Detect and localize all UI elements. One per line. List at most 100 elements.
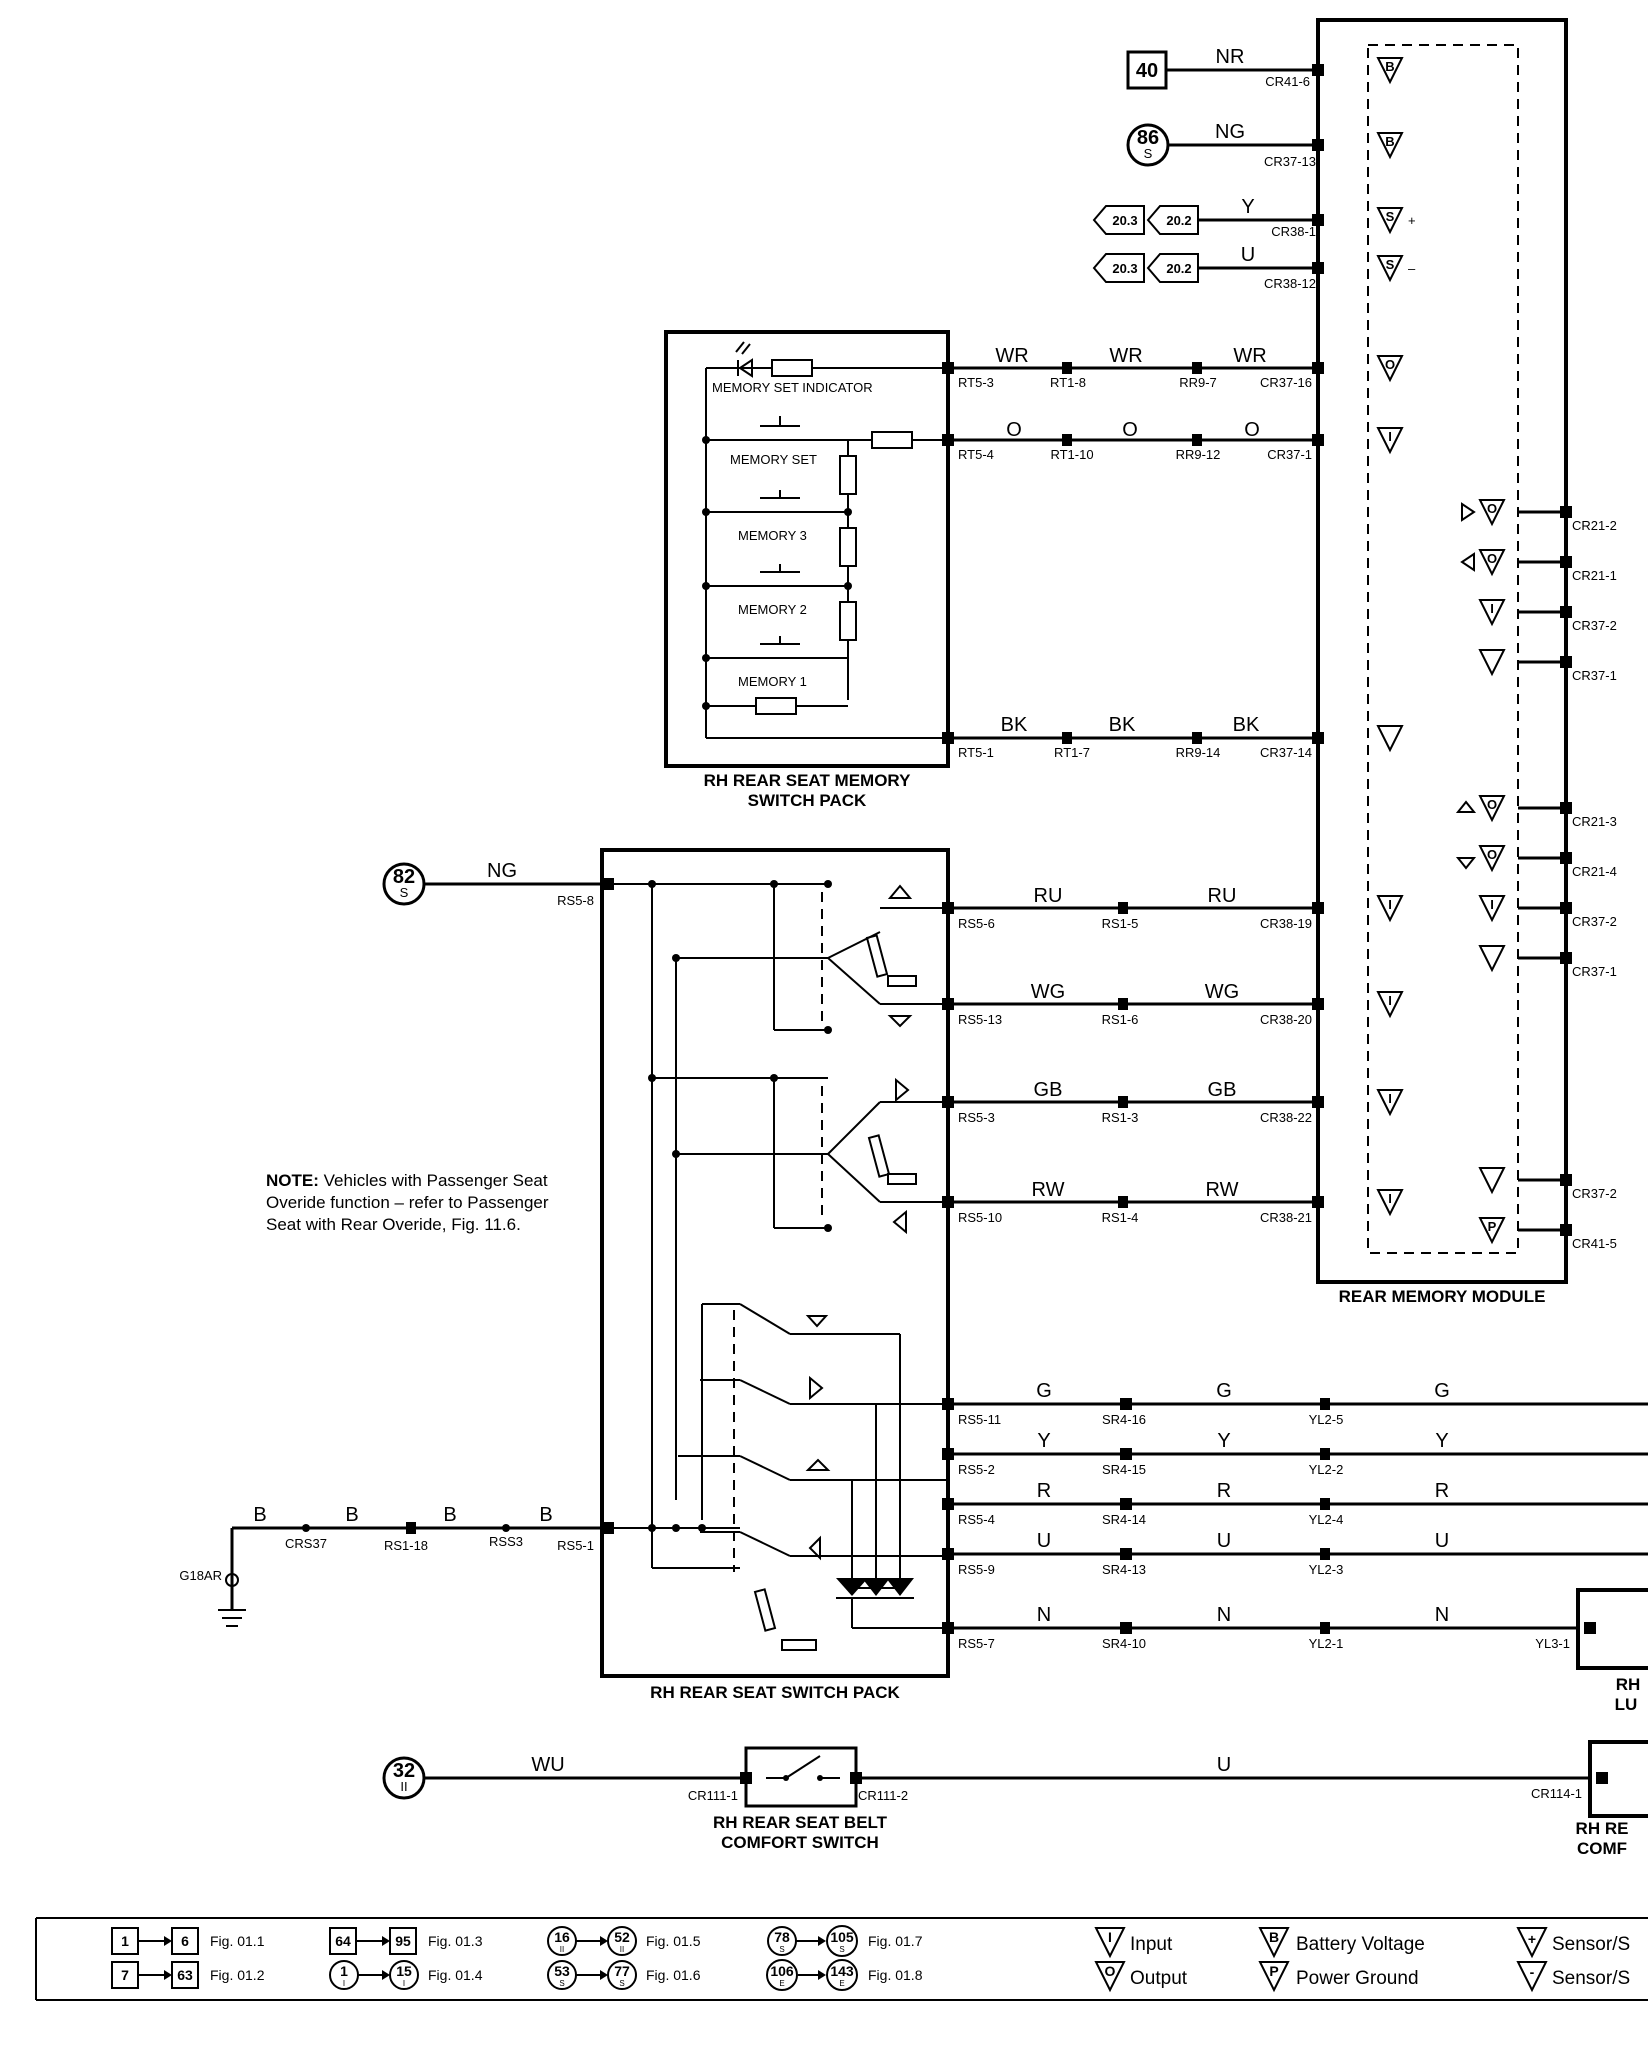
svg-text:RS5-2: RS5-2 bbox=[958, 1462, 995, 1477]
svg-text:P: P bbox=[1269, 1963, 1278, 1979]
svg-text:O: O bbox=[1487, 551, 1497, 566]
svg-text:CR21-3: CR21-3 bbox=[1572, 814, 1617, 829]
svg-text:+: + bbox=[1528, 1931, 1536, 1947]
svg-text:RT1-10: RT1-10 bbox=[1050, 447, 1093, 462]
svg-text:CR114-1: CR114-1 bbox=[1531, 1786, 1582, 1801]
svg-text:BK: BK bbox=[1109, 714, 1136, 736]
svg-text:Sensor/S: Sensor/S bbox=[1552, 1934, 1630, 1955]
ref-40: 40 bbox=[1136, 60, 1158, 82]
svg-text:Output: Output bbox=[1130, 1968, 1188, 1989]
svg-text:MEMORY 1: MEMORY 1 bbox=[738, 674, 807, 689]
svg-text:II: II bbox=[620, 1945, 624, 1954]
svg-text:106: 106 bbox=[770, 1963, 794, 1979]
svg-text:BK: BK bbox=[1001, 714, 1028, 736]
svg-text:1: 1 bbox=[340, 1963, 348, 1979]
svg-text:RU: RU bbox=[1208, 885, 1237, 907]
svg-text:P: P bbox=[1488, 1219, 1497, 1234]
svg-text:YL2-3: YL2-3 bbox=[1309, 1562, 1344, 1577]
svg-text:NOTE: Vehicles with Passenger: NOTE: Vehicles with Passenger Seat bbox=[266, 1171, 548, 1190]
svg-text:Y: Y bbox=[1241, 196, 1254, 218]
svg-text:B: B bbox=[1385, 59, 1394, 74]
svg-text:O: O bbox=[1122, 419, 1138, 441]
svg-text:RR9-14: RR9-14 bbox=[1176, 745, 1221, 760]
svg-text:CR21-4: CR21-4 bbox=[1572, 864, 1617, 879]
svg-text:B: B bbox=[253, 1504, 266, 1526]
svg-text:SR4-14: SR4-14 bbox=[1102, 1512, 1146, 1527]
svg-text:RS5-1: RS5-1 bbox=[557, 1538, 594, 1553]
svg-text:S: S bbox=[559, 1979, 564, 1988]
svg-text:143: 143 bbox=[830, 1963, 854, 1979]
svg-text:RH RE: RH RE bbox=[1576, 1819, 1629, 1838]
svg-text:CR38-1: CR38-1 bbox=[1271, 224, 1316, 239]
svg-text:RH REAR SEAT MEMORY: RH REAR SEAT MEMORY bbox=[704, 771, 912, 790]
svg-text:-: - bbox=[1530, 1964, 1535, 1980]
svg-text:S: S bbox=[1386, 209, 1395, 224]
svg-text:Y: Y bbox=[1435, 1430, 1448, 1452]
svg-text:O: O bbox=[1244, 419, 1260, 441]
svg-text:I: I bbox=[1108, 1929, 1112, 1945]
svg-text:+: + bbox=[1408, 213, 1416, 228]
svg-text:RW: RW bbox=[1032, 1179, 1065, 1201]
svg-text:MEMORY SET INDICATOR: MEMORY SET INDICATOR bbox=[712, 380, 873, 395]
svg-text:U: U bbox=[1217, 1530, 1231, 1552]
svg-text:RT1-8: RT1-8 bbox=[1050, 375, 1086, 390]
svg-text:CR111-1: CR111-1 bbox=[688, 1788, 738, 1803]
svg-text:NG: NG bbox=[1215, 121, 1245, 143]
rear-memory-module: REAR MEMORY MODULE bbox=[1316, 18, 1568, 1306]
svg-text:I: I bbox=[403, 1979, 405, 1988]
svg-text:B: B bbox=[345, 1504, 358, 1526]
svg-text:WR: WR bbox=[1109, 345, 1142, 367]
svg-text:N: N bbox=[1217, 1604, 1231, 1626]
svg-text:15: 15 bbox=[396, 1963, 412, 1979]
svg-text:I: I bbox=[1388, 1091, 1392, 1106]
svg-text:LU: LU bbox=[1615, 1695, 1638, 1714]
svg-text:Input: Input bbox=[1130, 1934, 1173, 1955]
svg-text:I: I bbox=[1388, 897, 1392, 912]
svg-text:N: N bbox=[1435, 1604, 1449, 1626]
svg-text:GB: GB bbox=[1208, 1079, 1237, 1101]
module-right-pins: CR21-2 O CR21-1 O CR37-2 I CR37-1 CR21-3… bbox=[1455, 499, 1617, 1251]
svg-text:B: B bbox=[1385, 134, 1394, 149]
svg-text:II: II bbox=[560, 1945, 564, 1954]
ref-82: 82 bbox=[393, 866, 415, 888]
svg-text:E: E bbox=[779, 1979, 784, 1988]
svg-text:RS5-10: RS5-10 bbox=[958, 1210, 1002, 1225]
svg-text:MEMORY SET: MEMORY SET bbox=[730, 452, 817, 467]
svg-text:20.2: 20.2 bbox=[1166, 213, 1191, 228]
svg-text:S: S bbox=[400, 885, 409, 900]
svg-text:RS5-3: RS5-3 bbox=[958, 1110, 995, 1125]
svg-text:64: 64 bbox=[335, 1933, 351, 1949]
svg-text:CR37-2: CR37-2 bbox=[1572, 914, 1617, 929]
svg-text:I: I bbox=[1388, 1191, 1392, 1206]
svg-text:SR4-15: SR4-15 bbox=[1102, 1462, 1146, 1477]
svg-text:Fig. 01.4: Fig. 01.4 bbox=[428, 1967, 483, 1983]
svg-text:CR37-1: CR37-1 bbox=[1267, 447, 1312, 462]
svg-text:S: S bbox=[619, 1979, 624, 1988]
svg-text:77: 77 bbox=[614, 1963, 630, 1979]
switch-module-wires: RS5-6 RU RS1-5 RU CR38-19 I RS5-13 WG RS… bbox=[942, 885, 1404, 1225]
ref-86: 86 bbox=[1137, 127, 1159, 149]
svg-text:20.3: 20.3 bbox=[1112, 213, 1137, 228]
svg-text:RW: RW bbox=[1206, 1179, 1239, 1201]
svg-text:U: U bbox=[1241, 244, 1255, 266]
svg-text:I: I bbox=[1490, 897, 1494, 912]
svg-text:CR38-12: CR38-12 bbox=[1264, 276, 1316, 291]
svg-text:RS5-4: RS5-4 bbox=[958, 1512, 995, 1527]
svg-text:20.3: 20.3 bbox=[1112, 261, 1137, 276]
svg-text:U: U bbox=[1435, 1530, 1449, 1552]
svg-text:RS5-8: RS5-8 bbox=[557, 893, 594, 908]
svg-text:SR4-10: SR4-10 bbox=[1102, 1636, 1146, 1651]
svg-text:CR21-1: CR21-1 bbox=[1572, 568, 1617, 583]
svg-text:20.2: 20.2 bbox=[1166, 261, 1191, 276]
svg-text:63: 63 bbox=[177, 1967, 193, 1983]
svg-text:CR38-21: CR38-21 bbox=[1260, 1210, 1312, 1225]
svg-text:RR9-12: RR9-12 bbox=[1176, 447, 1221, 462]
svg-text:RS5-13: RS5-13 bbox=[958, 1012, 1002, 1027]
legend: 1 6 Fig. 01.1 7 63 Fig. 01.2 64 95 Fig. … bbox=[35, 1917, 1648, 2001]
svg-text:Fig. 01.2: Fig. 01.2 bbox=[210, 1967, 265, 1983]
svg-text:CR37-2: CR37-2 bbox=[1572, 1186, 1617, 1201]
ground-id: G18AR bbox=[179, 1568, 222, 1583]
svg-text:CRS37: CRS37 bbox=[285, 1536, 327, 1551]
memory-pack-wires: RT5-3 WR RT1-8 WR RR9-7 WR CR37-16 O RT5… bbox=[942, 345, 1404, 760]
